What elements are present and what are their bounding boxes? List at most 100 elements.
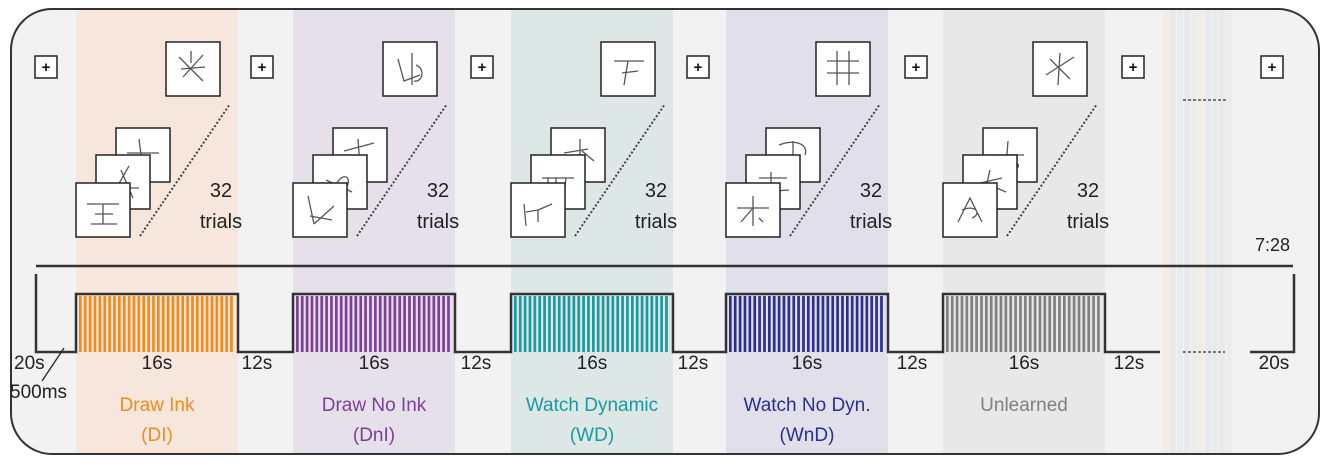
sequence-ellipsis-line: [139, 103, 231, 237]
trial-bar: [645, 296, 649, 352]
condition-name-label: Draw No Ink: [322, 395, 427, 416]
trial-bar: [378, 296, 382, 352]
fixation-cross-label: +: [42, 59, 51, 76]
rest-duration: 12s: [897, 353, 928, 374]
trial-bar: [870, 296, 874, 352]
trial-bar: [447, 296, 450, 352]
trials-word-label: trials: [635, 211, 677, 233]
trial-bar: [310, 296, 314, 352]
trial-bar: [118, 296, 121, 352]
trials-count-label: 32: [860, 180, 882, 202]
block-duration: 16s: [359, 353, 390, 374]
trial-bar: [442, 296, 445, 352]
trial-bar: [205, 296, 209, 352]
trial-bar: [533, 296, 537, 352]
trial-bar: [970, 296, 974, 352]
trial-bar: [562, 296, 566, 352]
trial-bar: [523, 296, 527, 352]
fixation-cross-label: +: [694, 59, 703, 76]
trial-bar: [422, 296, 426, 352]
trial-bar: [640, 296, 644, 352]
stimulus-trial-card: [942, 182, 998, 238]
trials-word-label: trials: [200, 211, 242, 233]
trials-count-label: 32: [1077, 180, 1099, 202]
trial-bar: [601, 296, 605, 352]
trial-bar: [1004, 296, 1008, 352]
trial-bar: [567, 296, 571, 352]
trials-word-label: trials: [850, 211, 892, 233]
continuation-stripes: [1163, 10, 1232, 453]
trial-bar: [865, 296, 869, 352]
stimulus-card-frame: [292, 182, 348, 238]
trial-bar: [196, 296, 199, 352]
trial-bar: [437, 296, 441, 352]
stimulus-example-card: [1032, 41, 1088, 97]
trial-bar: [191, 296, 194, 352]
rest-duration: 12s: [461, 353, 492, 374]
trial-bar: [127, 296, 131, 352]
trial-bar: [1067, 296, 1071, 352]
fixation-box: +: [1121, 55, 1145, 79]
sequence-ellipsis-line: [1006, 103, 1098, 237]
stimulus-example-card: [600, 41, 656, 97]
trial-bar: [792, 296, 796, 352]
fixation-cross-label: +: [1268, 59, 1277, 76]
trial-bar: [1043, 296, 1047, 352]
trial-bar: [152, 296, 155, 352]
fixation-frame: [34, 55, 58, 79]
trial-bar: [186, 296, 189, 352]
trial-bar: [230, 296, 233, 352]
trial-bar: [748, 296, 752, 352]
trial-bar: [596, 296, 600, 352]
trial-bar: [768, 296, 771, 352]
condition-abbr-label: (DnI): [353, 425, 395, 446]
fixation-cross-label: +: [478, 59, 487, 76]
trial-bar: [514, 296, 517, 352]
trial-bar: [181, 296, 185, 352]
trial-bar: [383, 296, 387, 352]
trial-bar: [315, 296, 319, 352]
handwritten-character: [827, 51, 859, 85]
trial-bar: [1097, 296, 1100, 352]
trial-bar: [826, 296, 830, 352]
trial-bar: [660, 296, 663, 352]
trial-bars-3: [514, 296, 668, 352]
trial-bar: [960, 296, 964, 352]
fixation-frame: [904, 55, 928, 79]
trial-bar: [1053, 296, 1056, 352]
trial-bar: [850, 296, 854, 352]
trial-bars-4: [729, 296, 883, 352]
trial-bar: [611, 296, 615, 352]
trial-bar: [1009, 296, 1013, 352]
trial-bar: [1077, 296, 1081, 352]
rest-start-duration: 20s: [14, 353, 45, 374]
block-timeline: [34, 274, 1296, 354]
stimulus-example-card: [382, 41, 438, 97]
trial-bar: [635, 296, 639, 352]
stimulus-card-frame: [382, 41, 438, 97]
trial-bar: [325, 296, 328, 352]
trial-bar: [1048, 296, 1052, 352]
trial-bar: [875, 296, 878, 352]
trial-bar: [621, 296, 624, 352]
trial-bar: [743, 296, 747, 352]
trial-bar: [846, 296, 849, 352]
trial-bar: [606, 296, 610, 352]
handwritten-character: [307, 195, 335, 225]
trial-bar: [393, 296, 397, 352]
condition-name-label: Unlearned: [980, 395, 1068, 416]
trial-bar: [364, 296, 367, 352]
trial-bars-2: [296, 296, 450, 352]
trial-bar: [855, 296, 859, 352]
trial-bar: [782, 296, 786, 352]
trial-bar: [548, 296, 551, 352]
stimulus-card-frame: [165, 41, 221, 97]
trial-bar: [836, 296, 839, 352]
trial-bar: [807, 296, 810, 352]
stimulus-card-frame: [815, 41, 871, 97]
trial-bar: [354, 296, 358, 352]
rest-end-duration: 20s: [1259, 353, 1290, 374]
